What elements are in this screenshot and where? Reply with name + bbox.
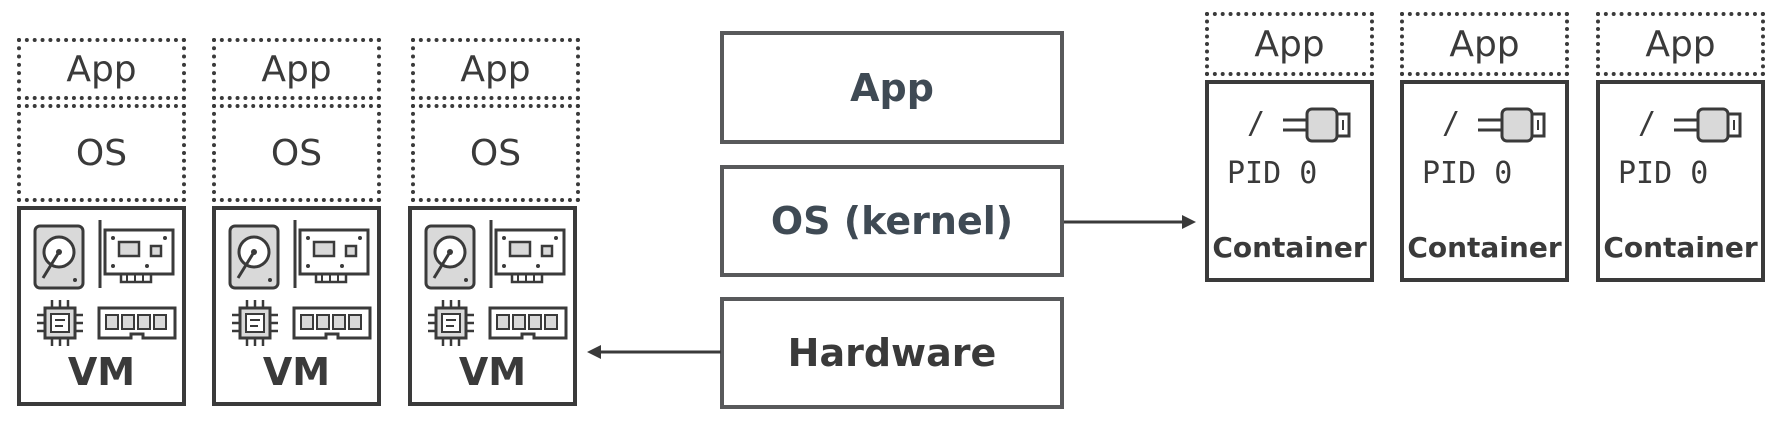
stack-hardware-label: Hardware: [787, 331, 997, 375]
container1-box: / PID 0 Container: [1205, 80, 1374, 282]
ram-module-icon: [292, 306, 372, 340]
vm3-app-label: App: [460, 48, 531, 90]
container2-app-box: App: [1400, 12, 1569, 76]
vm2-box: VM: [212, 206, 381, 406]
ram-module-icon: [488, 306, 568, 340]
vm1-os-label: OS: [75, 132, 128, 174]
vm1-os-box: OS: [17, 104, 186, 202]
container3-app-box: App: [1596, 12, 1765, 76]
vm3-box: VM: [408, 206, 577, 406]
vm3-label: VM: [458, 350, 527, 394]
container1-app-label: App: [1254, 23, 1325, 65]
container1-app-box: App: [1205, 12, 1374, 76]
vm1-app-box: App: [17, 38, 186, 100]
vm2-label: VM: [262, 350, 331, 394]
container1-label: Container: [1212, 231, 1367, 264]
cpu-chip-icon: [37, 300, 83, 346]
container2-pid-label: PID 0: [1422, 156, 1513, 191]
container2-label: Container: [1407, 231, 1562, 264]
vm2-app-label: App: [261, 48, 332, 90]
container3-root-label: /: [1638, 106, 1657, 141]
circuit-board-icon: [98, 220, 175, 288]
vm2-os-box: OS: [212, 104, 381, 202]
hard-disk-icon: [424, 224, 476, 290]
arrow-kernel-to-containers: [1064, 215, 1196, 229]
vm1-box: VM: [17, 206, 186, 406]
vm1-app-label: App: [66, 48, 137, 90]
stack-os-kernel-label: OS (kernel): [770, 199, 1014, 243]
stack-app-box: App: [720, 31, 1064, 144]
plug-icon: [1674, 107, 1742, 143]
stack-os-kernel-box: OS (kernel): [720, 165, 1064, 277]
container3-label: Container: [1603, 231, 1758, 264]
vm3-app-box: App: [411, 38, 580, 100]
circuit-board-icon: [293, 220, 370, 288]
vm3-os-box: OS: [411, 104, 580, 202]
container2-app-label: App: [1449, 23, 1520, 65]
plug-icon: [1283, 107, 1351, 143]
stack-hardware-box: Hardware: [720, 297, 1064, 409]
container1-root-label: /: [1247, 106, 1266, 141]
arrow-hardware-to-vms: [587, 345, 721, 359]
container2-root-label: /: [1442, 106, 1461, 141]
vm2-app-box: App: [212, 38, 381, 100]
cpu-chip-icon: [428, 300, 474, 346]
container3-box: / PID 0 Container: [1596, 80, 1765, 282]
stack-app-label: App: [850, 65, 934, 110]
hard-disk-icon: [33, 224, 85, 290]
container1-pid-label: PID 0: [1227, 156, 1318, 191]
container2-box: / PID 0 Container: [1400, 80, 1569, 282]
circuit-board-icon: [489, 220, 566, 288]
hard-disk-icon: [228, 224, 280, 290]
vm3-os-label: OS: [469, 132, 522, 174]
container3-pid-label: PID 0: [1618, 156, 1709, 191]
vm2-os-label: OS: [270, 132, 323, 174]
container3-app-label: App: [1645, 23, 1716, 65]
vm1-label: VM: [67, 350, 136, 394]
ram-module-icon: [97, 306, 177, 340]
cpu-chip-icon: [232, 300, 278, 346]
plug-icon: [1478, 107, 1546, 143]
